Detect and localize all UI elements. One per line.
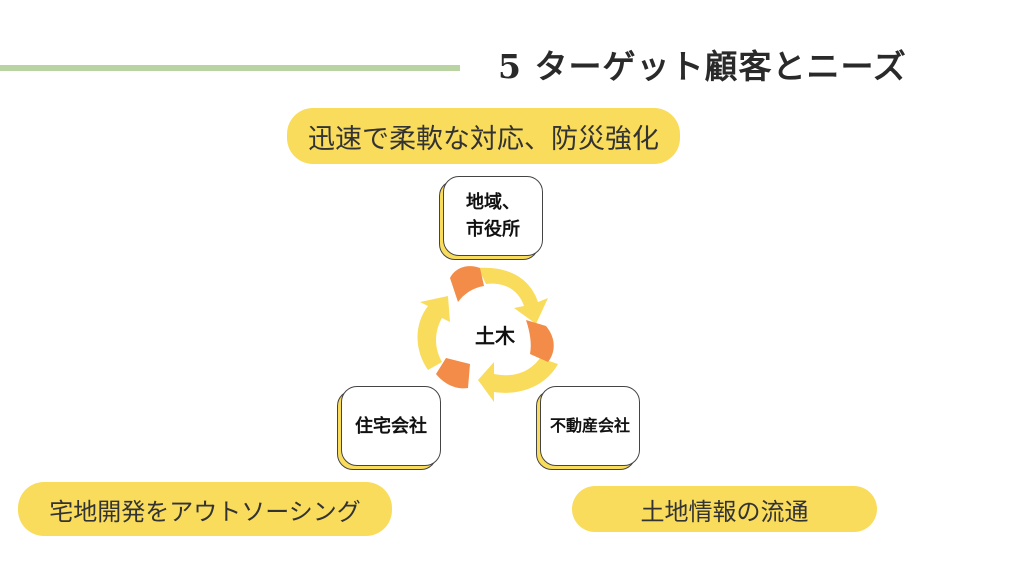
- node-left: 住宅会社: [337, 386, 441, 470]
- cycle-arrow-top: [478, 267, 548, 324]
- node-left-label: 住宅会社: [355, 415, 427, 437]
- cycle-arrow-bottom: [478, 358, 558, 402]
- node-top: 地域、 市役所: [439, 176, 543, 260]
- cycle-accent-left: [436, 358, 470, 389]
- need-top-pill: 迅速で柔軟な対応、防災強化: [287, 108, 680, 164]
- node-top-face: 地域、 市役所: [443, 176, 543, 256]
- cycle-accent-top: [450, 266, 484, 302]
- page-title: 5 ターゲット顧客とニーズ: [498, 47, 907, 86]
- need-left-pill: 宅地開発をアウトソーシング: [18, 482, 392, 536]
- node-right: 不動産会社: [536, 386, 640, 470]
- cycle-arrow-left: [417, 296, 450, 370]
- need-right-label: 土地情報の流通: [640, 497, 809, 526]
- cycle-accent-right: [526, 320, 554, 362]
- node-top-label: 地域、 市役所: [466, 192, 520, 240]
- recycle-arrows-icon: [417, 266, 558, 402]
- center-label: 土木: [475, 324, 515, 348]
- node-right-face: 不動産会社: [540, 386, 640, 466]
- need-top-label: 迅速で柔軟な対応、防災強化: [308, 123, 659, 155]
- header-accent-line: [0, 65, 460, 71]
- need-left-label: 宅地開発をアウトソーシング: [49, 497, 361, 526]
- need-right-pill: 土地情報の流通: [572, 486, 877, 532]
- node-left-face: 住宅会社: [341, 386, 441, 466]
- node-right-label: 不動産会社: [549, 416, 630, 435]
